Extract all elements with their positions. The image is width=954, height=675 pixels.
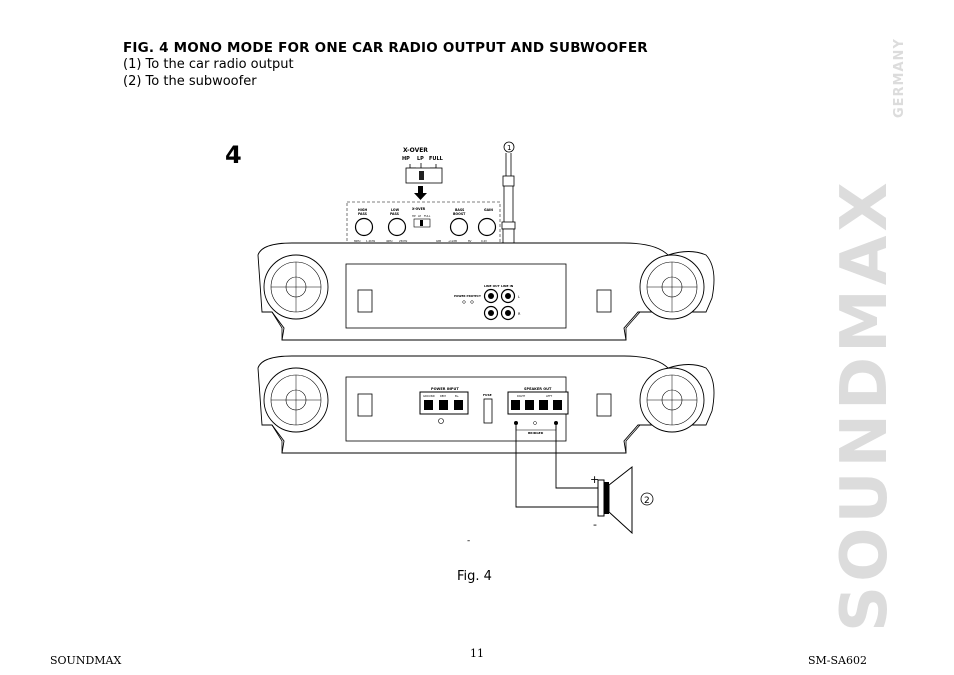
soundmax-brand-watermark: SOUNDMAX GERMANY <box>836 38 906 632</box>
svg-text:0dB: 0dB <box>436 239 441 243</box>
svg-text:1: 1 <box>507 144 511 152</box>
xover-lp: LP <box>417 156 424 162</box>
xover-title: X-OVER <box>403 147 428 154</box>
svg-text:1.2KHz: 1.2KHz <box>366 239 376 243</box>
amplifier-bottom: POWER INPUT GROUND REM B+ FUSE SPEAKER O… <box>257 355 715 454</box>
svg-text:LINE IN: LINE IN <box>501 284 514 288</box>
svg-text:GAIN: GAIN <box>484 208 493 212</box>
svg-text:X-OVER: X-OVER <box>412 207 426 211</box>
svg-text:8V: 8V <box>468 239 472 243</box>
svg-text:POWER INPUT: POWER INPUT <box>431 387 459 391</box>
xover-hp: HP <box>402 156 410 162</box>
svg-text:80Hz: 80Hz <box>354 239 361 243</box>
svg-text:L: L <box>518 295 520 299</box>
arrow-down-icon <box>414 193 427 200</box>
svg-text:LOW: LOW <box>391 208 400 212</box>
svg-text:-: - <box>593 518 597 531</box>
svg-text:SPEAKER OUT: SPEAKER OUT <box>524 387 552 391</box>
svg-text:BOOST: BOOST <box>453 212 466 216</box>
brand-main: SOUNDMAX <box>836 178 902 632</box>
footer-model: SM-SA602 <box>808 654 867 667</box>
svg-text:REM: REM <box>440 394 446 398</box>
brand-sub: GERMANY <box>892 38 906 118</box>
svg-text:+12dB: +12dB <box>448 239 457 243</box>
subwoofer-icon <box>608 465 633 535</box>
svg-text:+: + <box>590 473 599 486</box>
svg-text:LINE OUT: LINE OUT <box>484 284 501 288</box>
control-panel: HIGH PASS LOW PASS X-OVER BASS BOOST GAI… <box>346 201 501 247</box>
note-car-radio-output: (1) To the car radio output <box>123 57 294 72</box>
footer-brand: SOUNDMAX <box>50 654 122 667</box>
bass-boost-knob <box>449 217 469 237</box>
svg-text:250Hz: 250Hz <box>399 239 408 243</box>
svg-text:BRIDGED: BRIDGED <box>528 431 544 435</box>
gain-knob <box>477 217 497 237</box>
figure-caption: Fig. 4 <box>457 569 492 584</box>
svg-text:POWER PROTECT: POWER PROTECT <box>454 294 481 298</box>
svg-text:RIGHT: RIGHT <box>517 394 526 398</box>
svg-text:B+: B+ <box>455 394 459 398</box>
svg-text:PASS: PASS <box>390 212 400 216</box>
svg-text:LP: LP <box>418 214 421 218</box>
svg-text:GROUND: GROUND <box>423 394 435 398</box>
note-subwoofer: (2) To the subwoofer <box>123 74 257 89</box>
svg-text:BASS: BASS <box>455 208 465 212</box>
speaker-wiring: + - 2 <box>515 425 654 535</box>
svg-text:PASS: PASS <box>358 212 368 216</box>
svg-text:2: 2 <box>644 496 650 506</box>
svg-text:R: R <box>518 312 521 316</box>
high-pass-knob <box>354 217 374 237</box>
page-number: 11 <box>470 647 484 660</box>
svg-text:0.2V: 0.2V <box>481 239 487 243</box>
figure-number: 4 <box>225 141 242 169</box>
svg-text:HP: HP <box>412 214 416 218</box>
svg-text:FULL: FULL <box>424 214 431 218</box>
amplifier-top: POWER PROTECT LINE OUT LINE IN L R <box>257 242 715 341</box>
svg-text:LEFT: LEFT <box>546 394 553 398</box>
svg-text:FUSE: FUSE <box>483 393 492 397</box>
svg-text:HIGH: HIGH <box>358 208 367 212</box>
xover-switch-detail: X-OVER HP LP FULL <box>402 147 444 200</box>
svg-text:40Hz: 40Hz <box>386 239 393 243</box>
stray-dash: - <box>467 536 470 546</box>
figure-heading: FIG. 4 MONO MODE FOR ONE CAR RADIO OUTPU… <box>123 40 648 56</box>
low-pass-knob <box>387 217 407 237</box>
xover-full: FULL <box>429 156 444 162</box>
